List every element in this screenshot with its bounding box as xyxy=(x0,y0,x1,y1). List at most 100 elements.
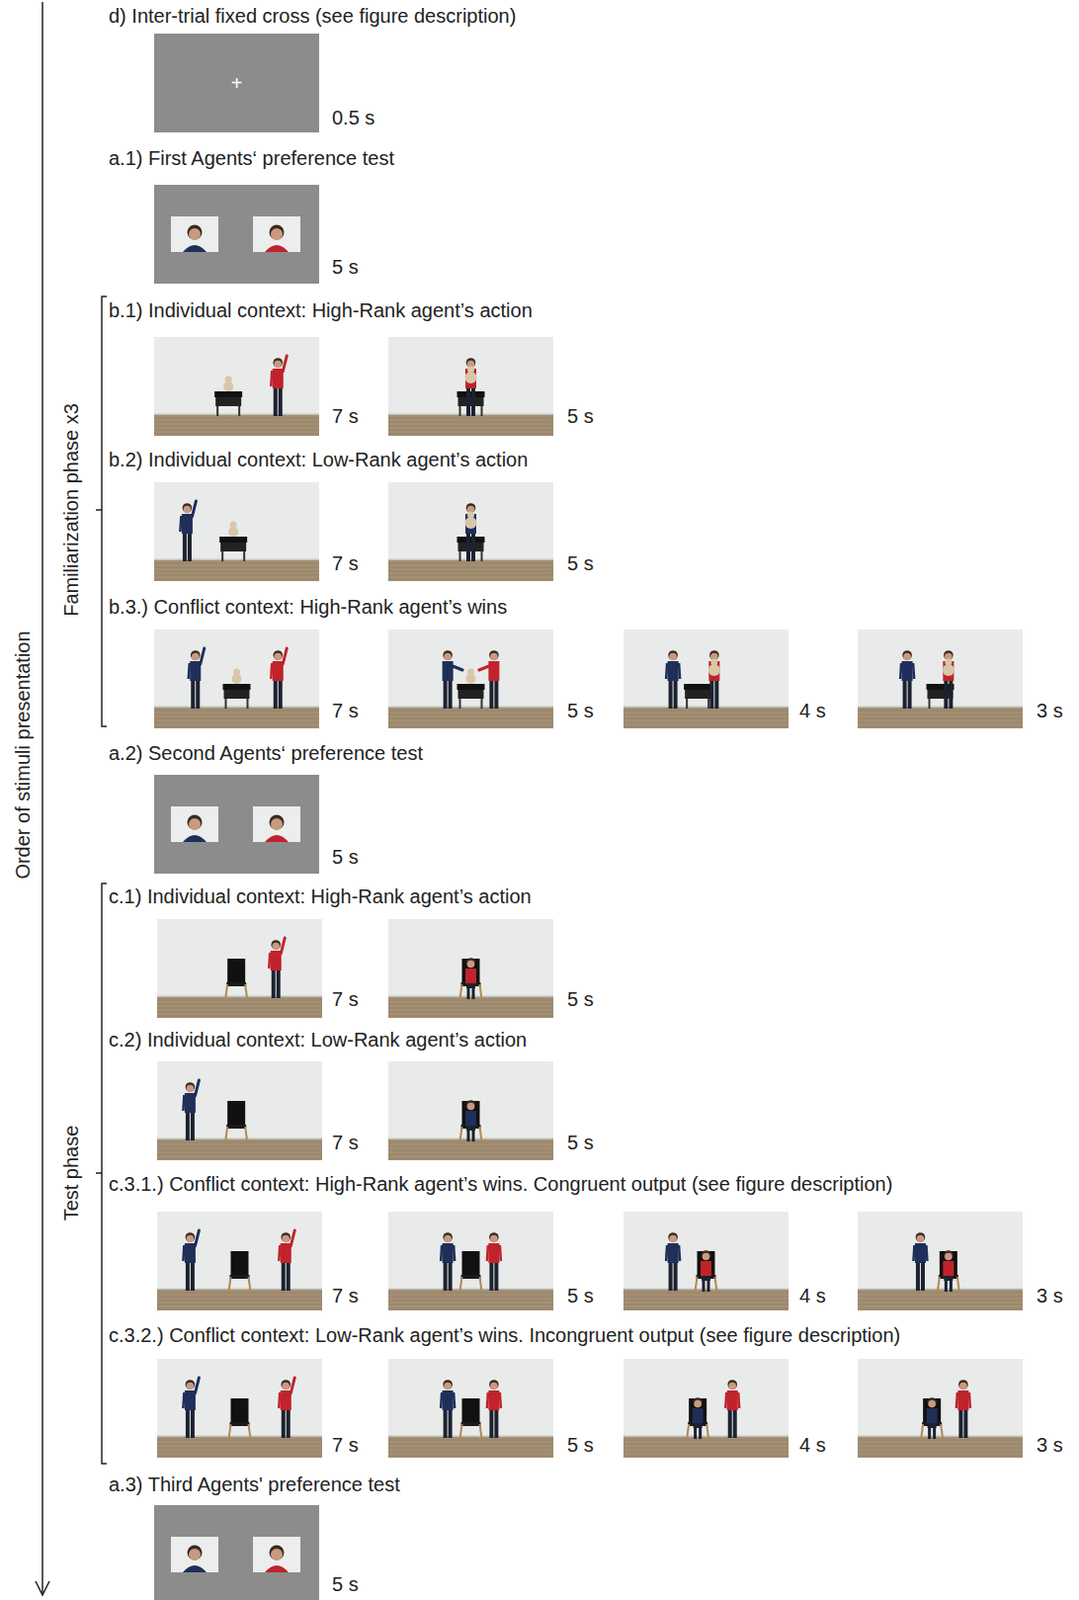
person-hair xyxy=(667,1232,678,1243)
floor-board xyxy=(154,429,320,431)
raised-arm xyxy=(194,1377,199,1394)
floor-board xyxy=(857,726,1023,728)
duration-label: 3 s xyxy=(1036,1283,1064,1308)
order-arrow-line xyxy=(41,1,44,1593)
person-leg xyxy=(944,1280,948,1292)
person-head xyxy=(443,1235,452,1244)
floor-board xyxy=(388,718,554,720)
floor-board xyxy=(157,1304,323,1306)
person-leg xyxy=(728,1410,733,1438)
table-leg xyxy=(238,406,241,416)
chair-leg xyxy=(686,1423,689,1439)
person-leg xyxy=(472,1130,476,1142)
table-top xyxy=(457,391,486,398)
floor-board xyxy=(623,1455,789,1457)
floor-board xyxy=(388,1439,554,1441)
person-head xyxy=(693,1400,702,1409)
person-leg xyxy=(281,1410,286,1438)
duration-label: 5 s xyxy=(567,551,594,576)
person-leg xyxy=(281,1262,286,1291)
person-arm xyxy=(268,952,270,969)
face-hair xyxy=(187,815,203,830)
duration-label: 7 s xyxy=(332,698,359,723)
chair-leg xyxy=(229,1423,232,1439)
raised-arm xyxy=(280,937,285,954)
face-shoulders xyxy=(264,834,289,842)
floor-board xyxy=(623,1308,789,1310)
scene-floor xyxy=(388,1288,554,1311)
duration-label: 5 s xyxy=(332,254,359,279)
person-arm xyxy=(440,1245,442,1261)
scene-floor xyxy=(857,706,1023,729)
person-hair xyxy=(280,1232,291,1243)
preference-screen xyxy=(154,184,320,284)
person-leg xyxy=(286,1262,291,1291)
person-arm xyxy=(499,1392,501,1409)
face-shoulders xyxy=(182,834,207,842)
floor-board xyxy=(154,417,320,419)
chair-back xyxy=(462,958,481,985)
duration-label: 5 s xyxy=(567,404,594,428)
scene-wall xyxy=(157,1358,323,1458)
duration-label: 5 s xyxy=(567,987,594,1011)
table-leg xyxy=(481,406,484,416)
floor-board xyxy=(154,710,320,712)
floor-board xyxy=(857,1292,1023,1294)
person-leg xyxy=(190,1410,195,1438)
table-leg xyxy=(481,698,484,709)
duration-label: 7 s xyxy=(332,1432,359,1457)
face-skin xyxy=(188,1548,201,1561)
duration-label: 7 s xyxy=(332,1283,359,1308)
skirting xyxy=(154,558,320,561)
fixation-cross: + xyxy=(231,71,244,95)
chair-leg xyxy=(249,1276,251,1292)
table-top xyxy=(683,683,712,690)
chair-leg xyxy=(480,984,483,999)
duration-label: 3 s xyxy=(1036,698,1064,723)
floor-board xyxy=(623,722,789,724)
floor-board xyxy=(388,571,554,573)
skirting xyxy=(157,1434,323,1437)
floor-board xyxy=(623,714,789,716)
chair-leg xyxy=(245,1126,248,1142)
table-leg xyxy=(243,551,246,562)
teddy-head xyxy=(467,668,475,676)
floor-board xyxy=(623,710,789,712)
chair-back xyxy=(697,1250,716,1277)
person-arm xyxy=(182,1245,184,1261)
floor-board xyxy=(388,1296,554,1298)
axis-label: Familiarization phase x3 xyxy=(59,403,83,617)
raised-arm xyxy=(282,648,287,664)
person-leg xyxy=(702,1280,706,1292)
person-arm xyxy=(725,1392,727,1409)
face-photo xyxy=(170,216,219,252)
scene-wall xyxy=(388,1061,554,1161)
order-arrow-head xyxy=(35,1580,50,1595)
duration-label: 5 s xyxy=(332,1572,359,1596)
person-leg xyxy=(489,1262,494,1291)
teddy-head xyxy=(467,511,475,519)
person-head xyxy=(668,1235,677,1244)
person-leg xyxy=(443,1262,448,1291)
floor-board xyxy=(157,1007,323,1009)
person-hair xyxy=(489,1232,499,1243)
person-leg xyxy=(195,680,200,709)
step-heading: c.3.2.) Conflict context: Low-Rank agent… xyxy=(108,1323,901,1347)
person-hair xyxy=(466,357,477,368)
floor-board xyxy=(857,1447,1023,1449)
scene-wall xyxy=(623,629,789,729)
duration-label: 4 s xyxy=(799,1432,827,1457)
person-leg xyxy=(467,1130,471,1142)
skirting xyxy=(154,413,320,415)
person-hair xyxy=(442,1379,453,1390)
floor-board xyxy=(623,1451,789,1453)
floor-board xyxy=(623,726,789,728)
teddy-head xyxy=(225,376,233,384)
face-hair xyxy=(269,1545,285,1561)
person-leg xyxy=(908,680,913,709)
person-arm xyxy=(969,1392,971,1409)
floor-board xyxy=(157,1296,323,1298)
raised-arm xyxy=(194,1230,199,1246)
floor-board xyxy=(388,567,554,569)
